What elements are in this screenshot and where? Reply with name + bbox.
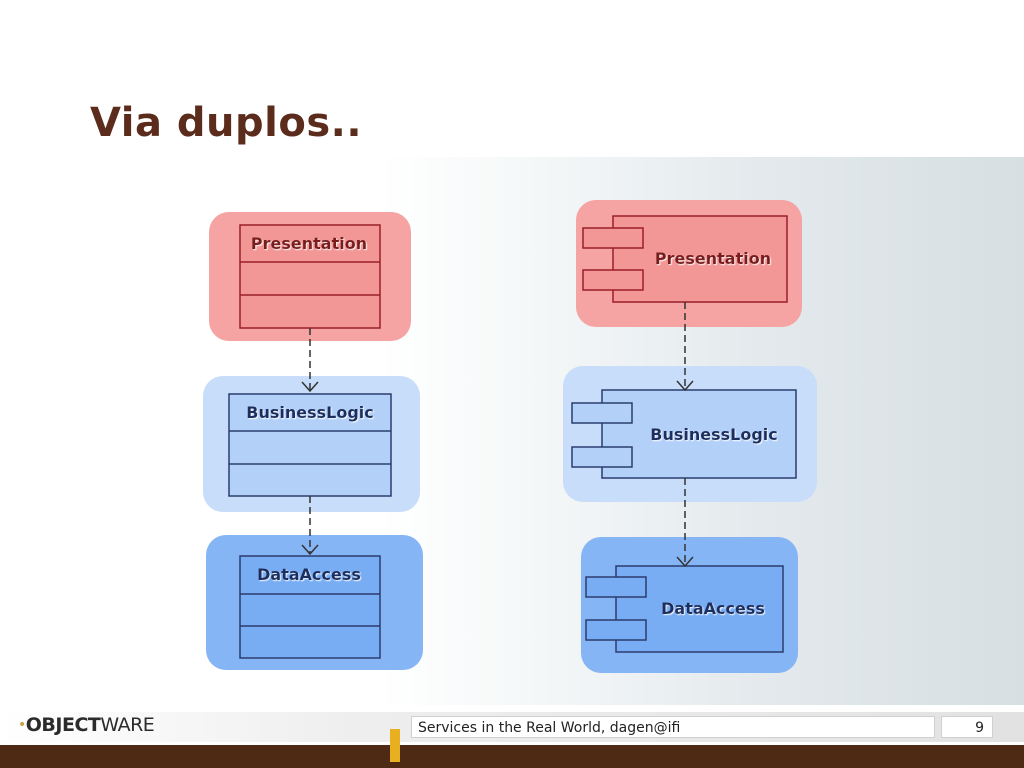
class-dependency-arrow-2	[301, 496, 319, 556]
component-dependency-arrow-1	[676, 302, 694, 392]
component-box-dataaccess: DataAccess	[581, 537, 798, 673]
component-dependency-arrow-2	[676, 478, 694, 568]
class-box-businesslogic: BusinessLogic	[203, 376, 420, 512]
class-dependency-arrow-1	[301, 328, 319, 393]
component-box-businesslogic: BusinessLogic	[563, 366, 817, 502]
class-label-dataaccess: DataAccess	[257, 565, 361, 584]
component-label-businesslogic: BusinessLogic	[650, 425, 778, 444]
logo-text-ware: WARE	[100, 714, 155, 736]
class-label-presentation: Presentation	[251, 234, 367, 253]
footer-bottom-bar	[0, 745, 1024, 768]
page-number-box: 9	[941, 716, 993, 738]
footer-caption-box: Services in the Real World, dagen@ifi	[411, 716, 935, 738]
class-box-presentation: Presentation	[209, 212, 411, 341]
component-label-presentation: Presentation	[655, 249, 771, 268]
component-diagram: Presentation BusinessLogic DataAccess	[563, 200, 817, 673]
footer-accent-bar-lower	[390, 745, 400, 762]
layer-diagrams: Presentation BusinessLogic DataAccess	[203, 200, 817, 673]
component-label-dataaccess: DataAccess	[661, 599, 765, 618]
slide-title: Via duplos..	[90, 100, 363, 146]
component-box-presentation: Presentation	[576, 200, 802, 327]
objectware-logo: •OBJECTWARE	[18, 713, 155, 737]
class-box-dataaccess: DataAccess	[206, 535, 423, 670]
class-label-businesslogic: BusinessLogic	[246, 403, 374, 422]
footer-caption: Services in the Real World, dagen@ifi	[418, 720, 681, 736]
logo-text-object: OBJECT	[25, 714, 101, 736]
logo-mark-icon: •	[18, 717, 26, 733]
page-number: 9	[975, 720, 984, 736]
class-diagram: Presentation BusinessLogic DataAccess	[203, 212, 423, 670]
